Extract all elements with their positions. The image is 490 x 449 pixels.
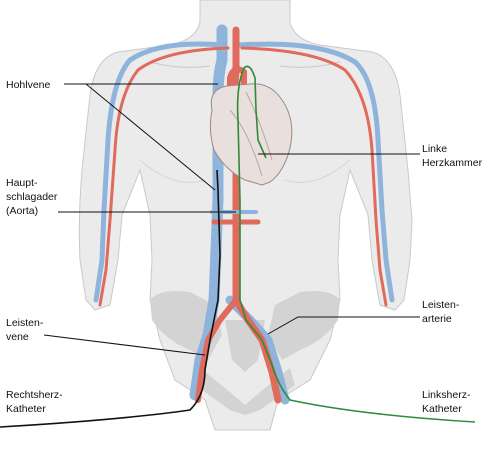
label-aorta-line1: Haupt- [6, 177, 38, 189]
label-rechtsherz-line1: Rechtsherz- [6, 389, 63, 401]
label-leistenvene-line1: Leisten- [6, 317, 44, 329]
right-ilium [268, 291, 340, 360]
label-herzkammer-line2: Herzkammer [422, 157, 483, 169]
label-leistenvene-line2: vene [6, 331, 29, 343]
left-arm-vein [237, 41, 395, 303]
vena-cava [189, 24, 228, 401]
label-linksherz-line2: Katheter [422, 403, 462, 415]
venous-system [93, 24, 395, 405]
leader-lines [43, 83, 420, 356]
label-linksherz-line1: Linksherz- [422, 389, 471, 401]
right-heart-catheter [0, 169, 221, 428]
collarbone-left [149, 61, 211, 68]
leader-leistenvene [43, 334, 206, 356]
leader-hohlvene-2 [85, 83, 216, 191]
chest-left [139, 159, 206, 183]
label-aorta-line3: (Aorta) [6, 205, 38, 217]
label-hohlvene: Hohlvene [6, 79, 51, 91]
label-rechtsherz-line2: Katheter [6, 403, 46, 415]
heart-detail-1 [229, 109, 263, 177]
left-heart-catheter [236, 65, 476, 423]
aortic-arch [227, 66, 247, 108]
label-leistenarterie-line1: Leisten- [422, 299, 460, 311]
chest-right [284, 159, 351, 183]
label-herzkammer-line1: Linke [422, 143, 447, 155]
heart-detail-2 [245, 91, 273, 161]
right-arm-artery [98, 46, 230, 307]
left-arm-artery [240, 46, 388, 307]
leader-leistenarterie [267, 316, 420, 335]
label-leistenarterie-line2: arterie [422, 313, 452, 325]
right-arm-vein [93, 41, 225, 303]
label-aorta-line2: schlagader [6, 191, 58, 203]
right-leg-artery [195, 297, 239, 403]
